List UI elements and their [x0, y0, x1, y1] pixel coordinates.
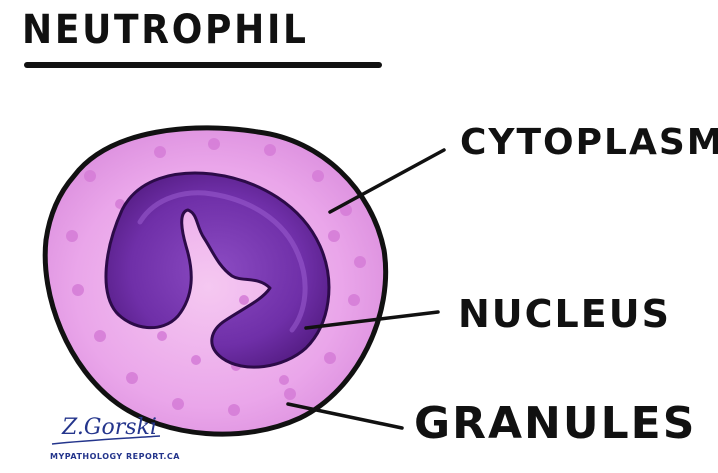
granule	[328, 230, 340, 242]
website-credit: MYPATHOLOGY REPORT.CA	[50, 452, 180, 461]
granule	[239, 295, 249, 305]
granule	[172, 398, 184, 410]
granule	[264, 144, 276, 156]
granule	[348, 294, 360, 306]
granule	[84, 170, 96, 182]
cytoplasm-label: CYTOPLASM	[460, 122, 718, 163]
granule	[72, 284, 84, 296]
granule	[228, 404, 240, 416]
granule	[208, 138, 220, 150]
granule	[94, 330, 106, 342]
granule	[284, 388, 296, 400]
granule	[157, 331, 167, 341]
granule	[354, 256, 366, 268]
nucleus-label: NUCLEUS	[458, 292, 671, 336]
granule	[312, 170, 324, 182]
artist-signature: Z.Gorski	[62, 415, 157, 440]
granules-label: GRANULES	[414, 398, 696, 449]
granule	[66, 230, 78, 242]
granule	[126, 372, 138, 384]
granule	[279, 375, 289, 385]
granule	[324, 352, 336, 364]
granule	[191, 355, 201, 365]
granule	[154, 146, 166, 158]
